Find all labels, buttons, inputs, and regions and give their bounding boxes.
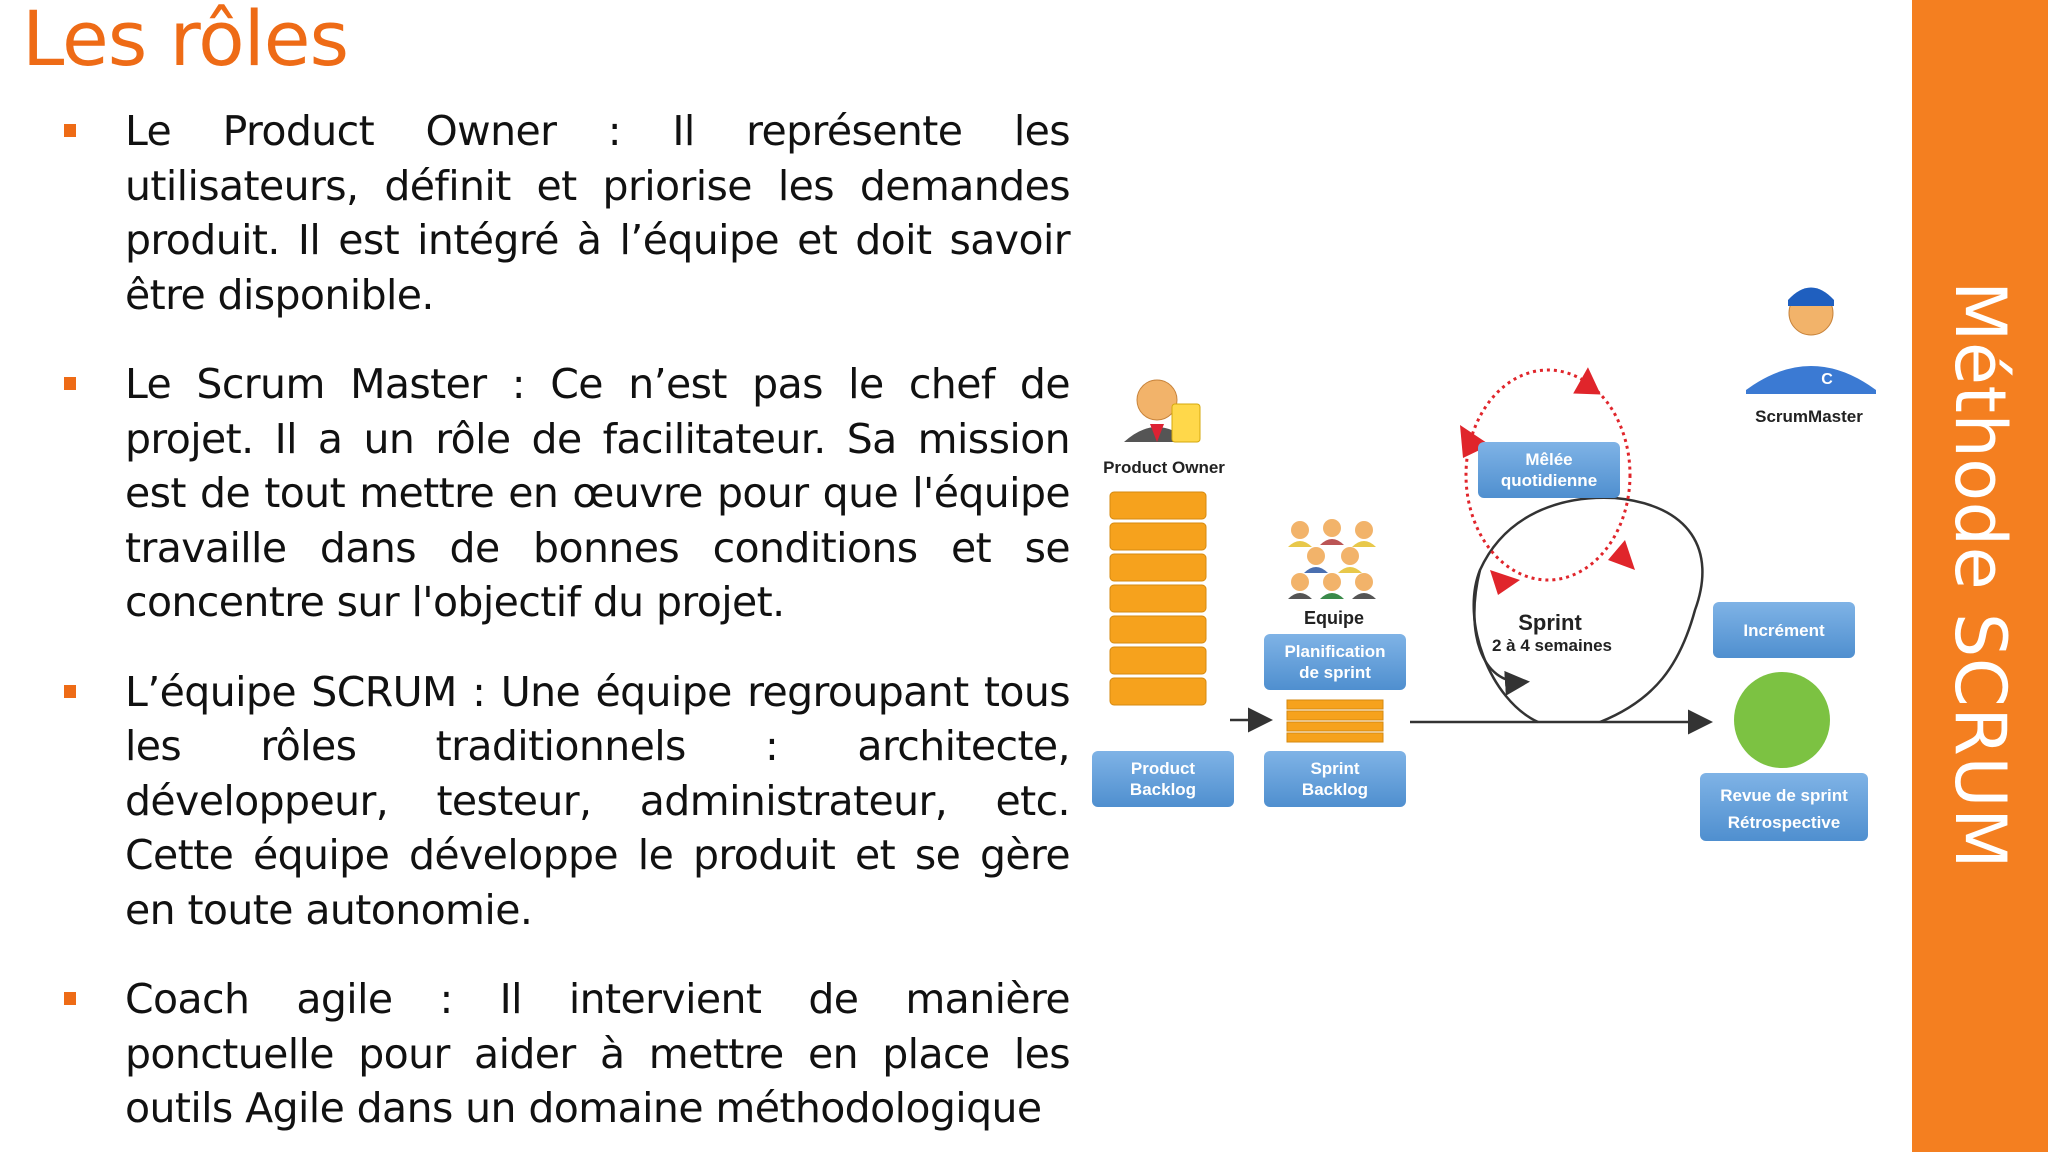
bullet-scrum-master: Le Scrum Master : Ce n’est pas le chef d… (60, 357, 1071, 630)
product-backlog-label-1: Product (1131, 759, 1196, 778)
side-banner: Méthode SCRUM (1912, 0, 2048, 1152)
sprint-planning-label-1: Planification (1284, 642, 1385, 661)
bullet-marker (64, 124, 76, 137)
sprint-review-label-1: Revue de sprint (1720, 786, 1848, 805)
increment-label: Incrément (1743, 621, 1825, 640)
roles-list: Le Product Owner : Il représente les uti… (60, 104, 1071, 1171)
sprint-duration-label: 2 à 4 semaines (1492, 636, 1612, 655)
bullet-marker (64, 684, 76, 698)
sprint-planning-label-2: de sprint (1299, 663, 1371, 682)
sprint-planning-box: Planification de sprint (1264, 634, 1406, 690)
scrum-master-label: ScrumMaster (1755, 407, 1863, 426)
bullet-product-owner: Le Product Owner : Il représente les uti… (60, 104, 1071, 322)
side-banner-title: Méthode SCRUM (1939, 281, 2021, 869)
increment-circle (1734, 672, 1830, 768)
sprint-review-label-2: Rétrospective (1728, 813, 1840, 832)
slide-title: Les rôles (22, 0, 349, 83)
sprint-review-box: Revue de sprint Rétrospective (1700, 773, 1868, 841)
product-owner-label: Product Owner (1103, 458, 1225, 477)
sprint-backlog-label-2: Backlog (1302, 780, 1368, 799)
bullet-marker (64, 377, 76, 390)
product-backlog-stack (1109, 491, 1207, 706)
sprint-backlog-stack (1286, 699, 1384, 743)
product-owner-icon (1124, 379, 1201, 443)
daily-scrum-label-2: quotidienne (1501, 471, 1597, 490)
team-label: Equipe (1304, 608, 1364, 628)
bullet-text: Coach agile : Il intervient de manière p… (125, 975, 1071, 1132)
bullet-text: L’équipe SCRUM : Une équipe regroupant t… (125, 667, 1071, 934)
daily-scrum-label-1: Mêlée (1525, 450, 1572, 469)
bullet-marker (64, 992, 76, 1005)
increment-box: Incrément (1713, 602, 1855, 658)
bullet-text: Le Scrum Master : Ce n’est pas le chef d… (125, 360, 1071, 626)
daily-scrum-cycle (1460, 367, 1635, 595)
product-backlog-label-2: Backlog (1130, 780, 1196, 799)
sprint-backlog-box: Sprint Backlog (1264, 751, 1406, 807)
sprint-cycle-loop (1472, 496, 1704, 724)
bullet-agile-coach: Coach agile : Il intervient de manière p… (60, 972, 1071, 1136)
sprint-backlog-label-1: Sprint (1310, 759, 1359, 778)
daily-scrum-box: Mêlée quotidienne (1478, 442, 1620, 498)
scrum-master-icon: C (1746, 287, 1876, 394)
bullet-text: Le Product Owner : Il représente les uti… (125, 107, 1071, 319)
scrum-process-diagram: Product Owner Product Backlog Equipe Pla… (1092, 287, 1876, 841)
sprint-label: Sprint (1518, 610, 1582, 635)
bullet-scrum-team: L’équipe SCRUM : Une équipe regroupant t… (60, 665, 1071, 938)
svg-text:C: C (1821, 371, 1833, 388)
product-backlog-box: Product Backlog (1092, 751, 1234, 807)
team-icon (1288, 519, 1376, 599)
sprint-loop-arrow (1473, 569, 1530, 696)
